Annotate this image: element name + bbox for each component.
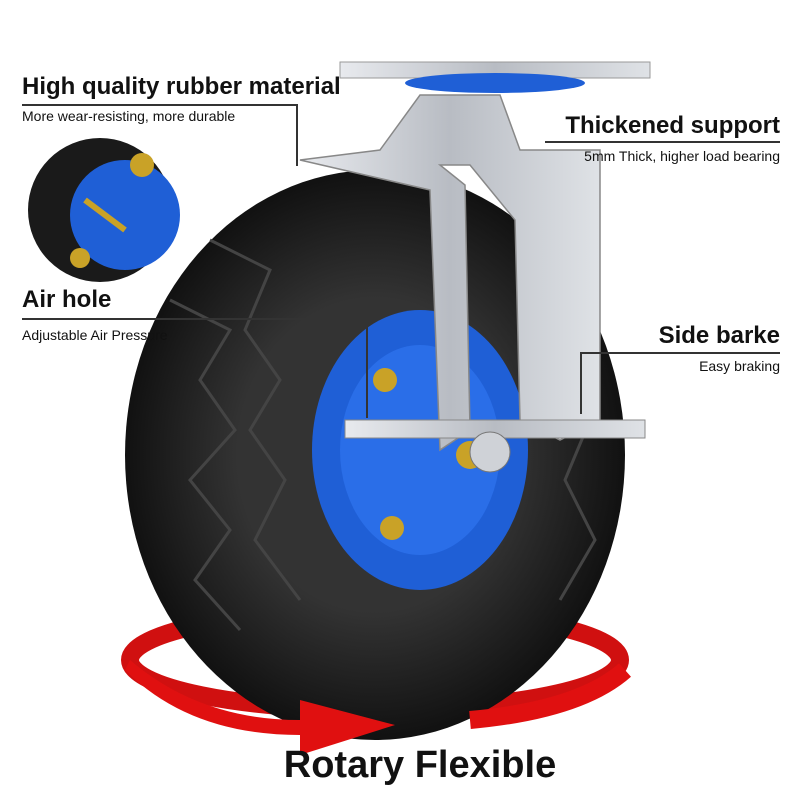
rotation-arrow-front xyxy=(125,660,395,755)
rubber-callout-line xyxy=(22,104,298,106)
brake-subtitle: Easy braking xyxy=(699,358,780,374)
air-hole-callout-line xyxy=(22,318,368,320)
air-hole-subtitle: Adjustable Air Pressure xyxy=(22,327,168,343)
brake-title: Side barke xyxy=(658,322,780,349)
air-hole-title: Air hole xyxy=(22,286,112,313)
support-title: Thickened support xyxy=(565,112,780,139)
support-subtitle: 5mm Thick, higher load bearing xyxy=(584,148,780,164)
support-callout-line xyxy=(545,141,780,143)
rubber-title: High quality rubber material xyxy=(22,73,341,100)
swivel-bearing xyxy=(405,73,585,93)
fork xyxy=(299,94,601,452)
rubber-subtitle: More wear-resisting, more durable xyxy=(22,108,236,124)
brake-callout-line xyxy=(580,352,780,354)
caption: Rotary Flexible xyxy=(283,744,557,786)
